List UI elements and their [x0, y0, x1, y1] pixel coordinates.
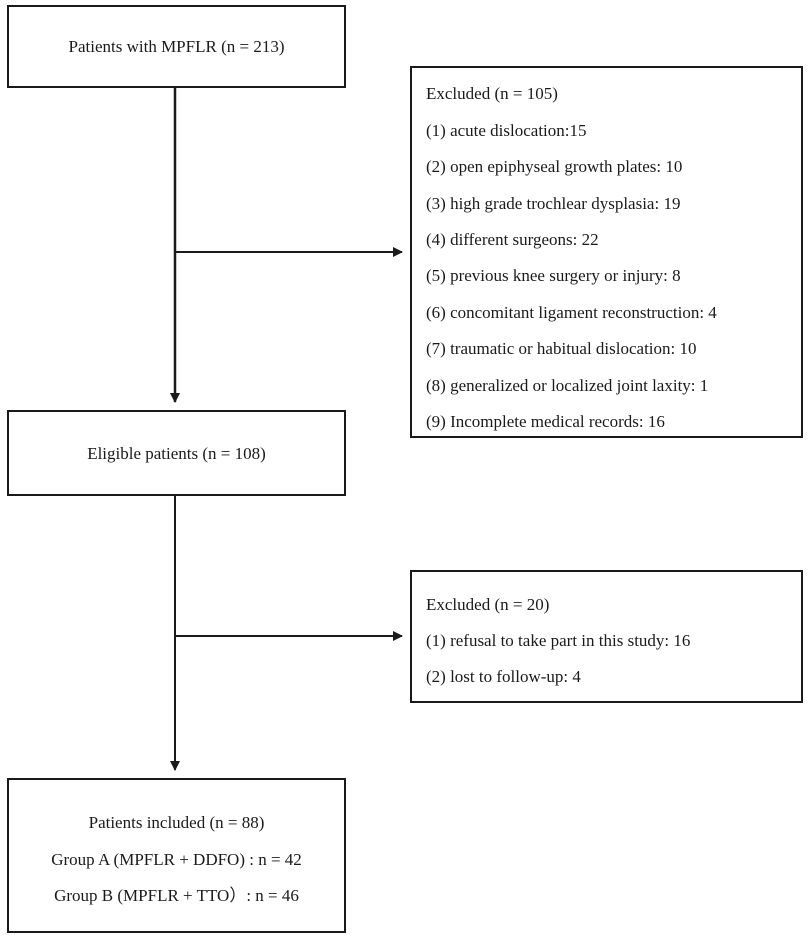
excluded-1-item: (7) traumatic or habitual dislocation: 1…	[426, 339, 697, 358]
excluded-1-item: (2) open epiphyseal growth plates: 10	[426, 157, 683, 176]
eligible-box: Eligible patients (n = 108)	[7, 410, 346, 496]
start-box: Patients with MPFLR (n = 213)	[7, 5, 346, 88]
group-a-label: Group A (MPFLR + DDFO) : n = 42	[51, 850, 302, 869]
excluded-1-item: (3) high grade trochlear dysplasia: 19	[426, 194, 681, 213]
excluded-1-item: (5) previous knee surgery or injury: 8	[426, 266, 681, 285]
excluded-1-item: (6) concomitant ligament reconstruction:…	[426, 303, 717, 322]
excluded-box-1: Excluded (n = 105) (1) acute dislocation…	[410, 66, 803, 438]
excluded-1-item: (9) Incomplete medical records: 16	[426, 412, 665, 431]
start-box-text: Patients with MPFLR (n = 213)	[68, 37, 285, 56]
group-b-label: Group B (MPFLR + TTO）: n = 46	[54, 886, 299, 905]
excluded-1-item: (8) generalized or localized joint laxit…	[426, 376, 709, 395]
excluded-1-title: Excluded (n = 105)	[426, 84, 558, 103]
excluded-2-title: Excluded (n = 20)	[426, 595, 550, 614]
included-box-title: Patients included (n = 88)	[88, 813, 265, 832]
eligible-box-text: Eligible patients (n = 108)	[87, 443, 266, 463]
excluded-1-item: (1) acute dislocation:15	[426, 121, 587, 140]
included-box: Patients included (n = 88) Group A (MPFL…	[7, 778, 346, 933]
excluded-2-item: (2) lost to follow-up: 4	[426, 667, 581, 686]
excluded-1-item: (4) different surgeons: 22	[426, 230, 599, 249]
excluded-box-2: Excluded (n = 20) (1) refusal to take pa…	[410, 570, 803, 703]
excluded-2-item: (1) refusal to take part in this study: …	[426, 631, 691, 650]
